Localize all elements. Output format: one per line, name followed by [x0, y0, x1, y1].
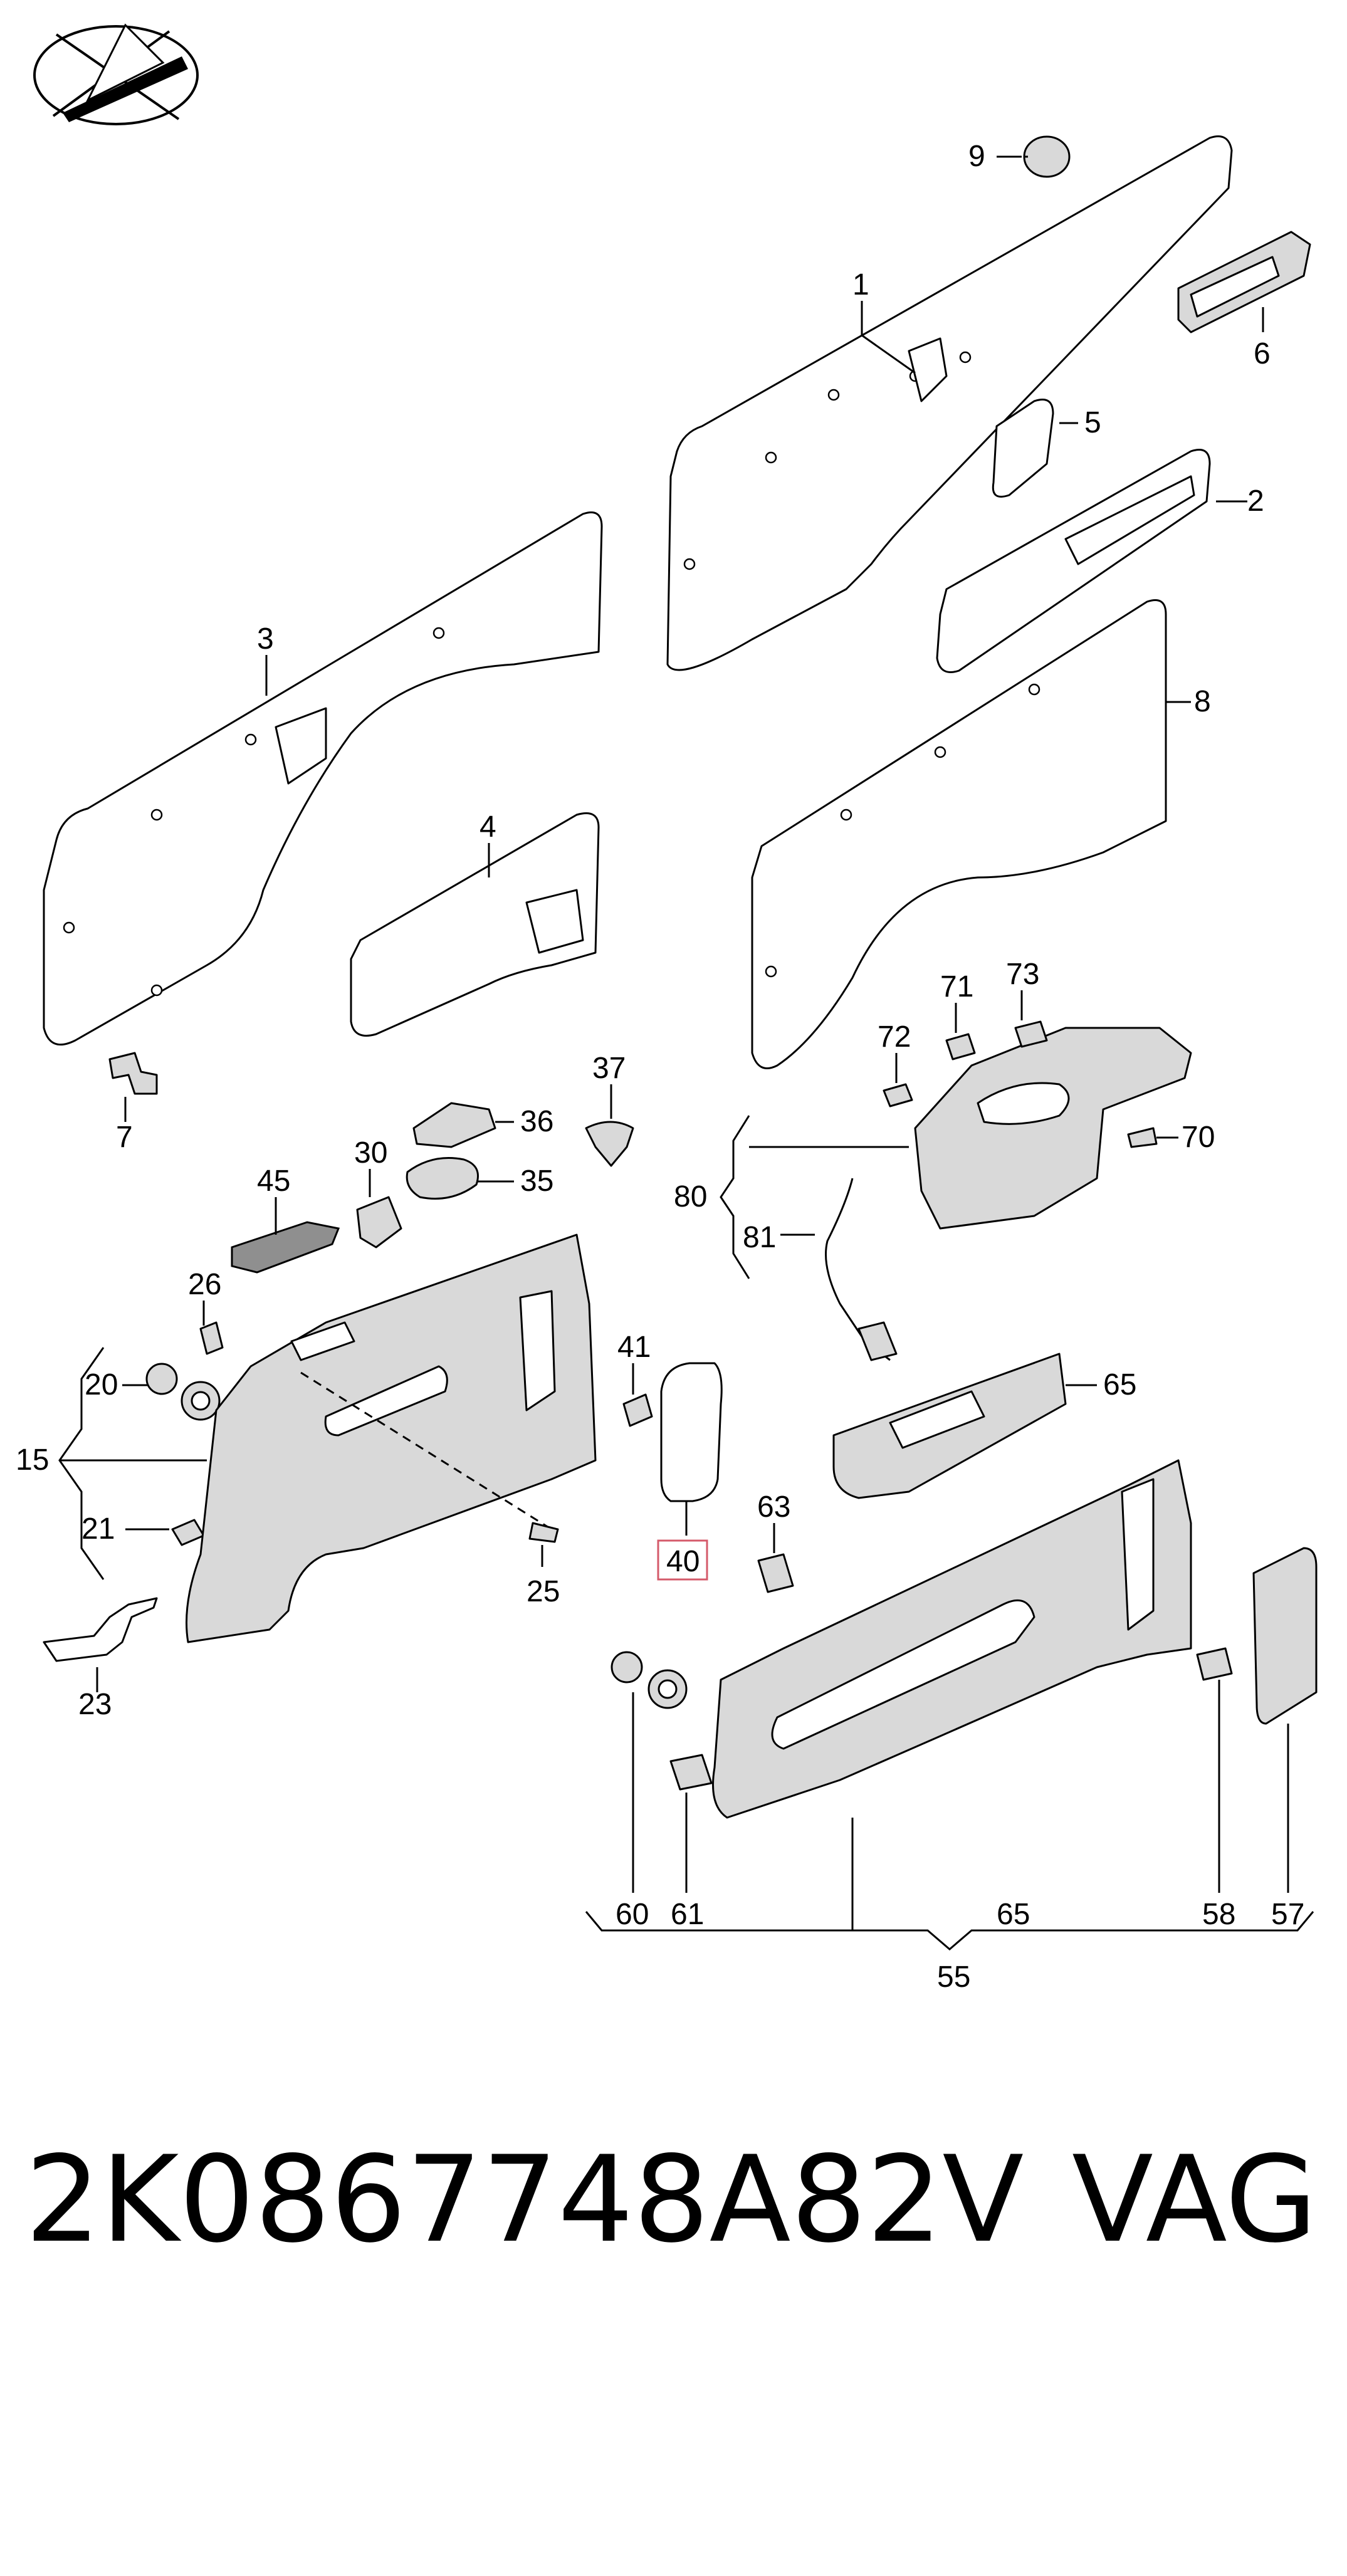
callout-61: 61: [671, 1898, 704, 1931]
part-63: [757, 1553, 794, 1593]
part-72: [883, 1083, 913, 1107]
footer-caption: 2K0867748A82V VAG: [0, 2125, 1347, 2275]
callout-60: 60: [616, 1898, 649, 1931]
callout-80: 80: [674, 1180, 707, 1213]
callout-8: 8: [1194, 685, 1211, 718]
part-number: 2K0867748A82V: [25, 2130, 1024, 2269]
part-26: [199, 1321, 224, 1355]
part-8-panel: [751, 599, 1167, 1069]
callout-58: 58: [1202, 1898, 1235, 1931]
part-4-plate: [350, 812, 600, 1037]
callout-25: 25: [527, 1575, 560, 1608]
callout-2: 2: [1247, 484, 1264, 518]
part-81-cable: [825, 1178, 891, 1361]
part-1-panel: [666, 135, 1233, 671]
brand-name: VAG: [1072, 2130, 1318, 2269]
callout-63: 63: [757, 1490, 790, 1524]
callout-73: 73: [1006, 958, 1039, 991]
callout-3: 3: [257, 622, 274, 656]
callout-71: 71: [940, 970, 973, 1003]
callout-1: 1: [852, 268, 869, 301]
part-30: [356, 1196, 402, 1249]
callout-35: 35: [520, 1165, 553, 1198]
callout-7: 7: [116, 1121, 133, 1154]
part-37: [585, 1121, 634, 1167]
part-60-fasteners: [611, 1651, 688, 1709]
bracket-80: [720, 1115, 750, 1279]
part-61: [669, 1754, 713, 1791]
part-57: [1252, 1547, 1318, 1725]
callout-37: 37: [592, 1052, 626, 1085]
callout-4: 4: [480, 810, 496, 844]
part-15-trim: [186, 1233, 597, 1643]
part-81-connector: [857, 1321, 898, 1361]
part-7-clip: [108, 1052, 158, 1095]
callout-23: 23: [78, 1688, 112, 1721]
part-45: [231, 1221, 340, 1274]
part-40-cover: [660, 1362, 723, 1502]
callout-26: 26: [188, 1268, 221, 1301]
part-36: [412, 1102, 496, 1148]
part-9-plug: [1023, 135, 1071, 178]
bracket-55: [585, 1911, 1314, 1950]
callout-6: 6: [1254, 337, 1271, 370]
parts-diagram: 1 2 3 4 5 6 7 8 9 15 20 21 23 25 26 30 3…: [16, 23, 1318, 1994]
callout-5: 5: [1084, 406, 1101, 439]
part-25-leader: [300, 1371, 552, 1531]
part-21: [171, 1519, 205, 1546]
part-55-trim: [712, 1459, 1192, 1819]
part-41: [622, 1393, 653, 1427]
callout-41: 41: [617, 1331, 651, 1364]
callout-40: 40: [666, 1545, 700, 1578]
part-71: [945, 1033, 976, 1060]
part-80-module: [914, 1027, 1192, 1230]
callout-36: 36: [520, 1105, 553, 1138]
part-20-fasteners: [145, 1363, 221, 1421]
part-70-screw: [1127, 1127, 1158, 1148]
callout-55: 55: [937, 1961, 970, 1994]
part-58: [1196, 1647, 1233, 1681]
callout-72: 72: [878, 1020, 911, 1054]
part-6-handle: [1177, 231, 1311, 333]
callout-70: 70: [1182, 1121, 1215, 1154]
part-65-tray: [832, 1353, 1067, 1499]
callout-65-tray: 65: [1103, 1368, 1136, 1401]
callout-21: 21: [81, 1512, 115, 1546]
part-25-screw: [528, 1522, 559, 1543]
part-23: [43, 1597, 158, 1662]
callout-20: 20: [85, 1368, 118, 1401]
part-2-plate: [936, 449, 1211, 673]
callout-45: 45: [257, 1165, 290, 1198]
callout-30: 30: [354, 1136, 387, 1170]
callout-15: 15: [16, 1443, 49, 1477]
part-3-panel: [43, 511, 603, 1046]
leader-lines: [96, 155, 1289, 1930]
callout-57: 57: [1271, 1898, 1304, 1931]
logo-icon: [33, 23, 199, 125]
part-5-cover: [992, 399, 1054, 498]
callout-labels: 1 2 3 4 5 6 7 8 9 15 20 21 23 25 26 30 3…: [16, 140, 1304, 1994]
callout-9: 9: [968, 140, 985, 173]
callout-40-highlight: [657, 1539, 708, 1581]
callout-65-bottom: 65: [997, 1898, 1030, 1931]
part-35: [406, 1157, 479, 1200]
callout-81: 81: [743, 1221, 776, 1254]
part-73: [1014, 1020, 1048, 1048]
